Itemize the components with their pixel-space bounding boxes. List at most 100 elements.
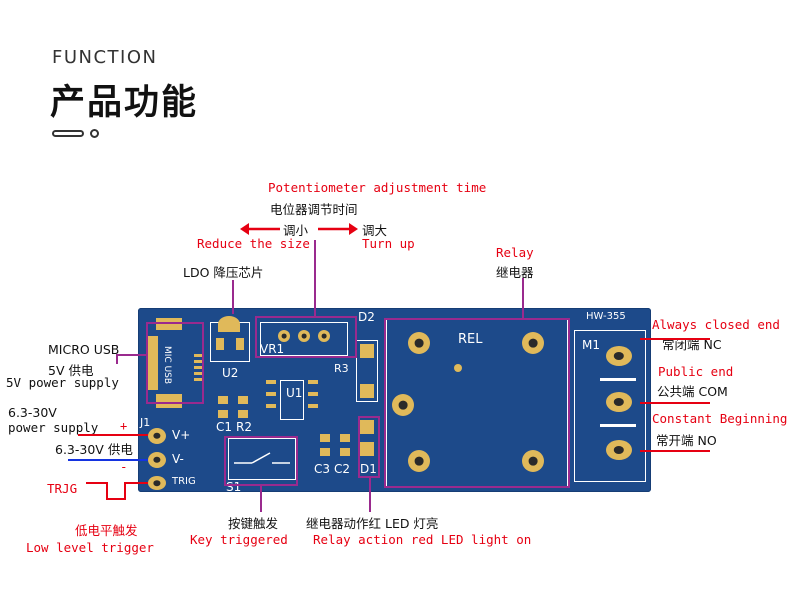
- usb-callout-line: [116, 354, 118, 364]
- d1-callout-line: [369, 478, 371, 512]
- s1-highlight: [224, 436, 298, 486]
- vr1-callout-line: [314, 240, 316, 318]
- header-decor-dot: [90, 129, 99, 138]
- trig-label: TRJG: [47, 481, 78, 496]
- usb-label-zh: 5V 供电: [48, 363, 94, 378]
- switch-icon: [234, 452, 290, 464]
- u2-silk-label: U2: [222, 366, 239, 380]
- relay-highlight: [384, 318, 570, 488]
- no-wire: [640, 450, 710, 452]
- no-label-zh: 常开端 NO: [656, 433, 717, 448]
- relay-label-zh: 继电器: [496, 265, 534, 280]
- u1-pin: [266, 380, 276, 384]
- u2-pin: [236, 338, 244, 350]
- trig-wire: [124, 482, 148, 484]
- com-terminal: [606, 392, 632, 412]
- no-terminal: [606, 440, 632, 460]
- arrow-right-icon: [318, 223, 358, 235]
- minus-label: -: [120, 459, 128, 474]
- m1-outline: [574, 330, 646, 482]
- com-label-zh: 公共端 COM: [657, 384, 728, 399]
- r2-pad: [238, 410, 248, 418]
- vr1-silk-label: VR1: [260, 342, 285, 356]
- terminal-divider: [600, 378, 636, 381]
- vplus-silk-label: V+: [172, 428, 191, 442]
- j1-silk-label: J1: [140, 416, 151, 429]
- d2-silk-label: D2: [358, 310, 375, 324]
- vminus-wire: [68, 459, 148, 461]
- model-silk-label: HW-355: [586, 311, 626, 322]
- u1-pin: [266, 392, 276, 396]
- s1-silk-label: S1: [226, 480, 242, 494]
- u1-pin: [308, 404, 318, 408]
- u1-pin: [266, 404, 276, 408]
- relay-pin: [392, 394, 414, 416]
- c3-pad: [320, 448, 330, 456]
- usb-pad: [156, 318, 182, 330]
- trig-silk-label: TRIG: [172, 476, 196, 487]
- ldo-label: LDO 降压芯片: [183, 265, 264, 280]
- u2-pin: [216, 338, 224, 350]
- r2-pad: [238, 396, 248, 404]
- rel-silk-label: REL: [458, 332, 483, 347]
- key-trigger-label-zh: 按键触发: [228, 516, 279, 531]
- pot-label-en: Potentiometer adjustment time: [268, 180, 487, 195]
- vr1-highlight: [255, 316, 357, 358]
- usb-label: MICRO USB: [48, 342, 120, 357]
- plus-label: +: [120, 419, 128, 433]
- c3-silk-label: C3: [314, 462, 331, 476]
- usb-pin: [194, 372, 202, 375]
- d1-silk-label: D1: [360, 462, 377, 476]
- usb-pad: [148, 336, 158, 390]
- r2-silk-label: R2: [236, 420, 252, 434]
- vplus-pin: [148, 428, 166, 444]
- terminal-divider: [600, 424, 636, 427]
- nc-label-en: Always closed end: [652, 317, 780, 332]
- vin-range-label: 6.3-30V: [8, 405, 57, 420]
- usb-highlight: [146, 322, 204, 404]
- c2-pad: [340, 434, 350, 442]
- usb-pad: [156, 394, 182, 408]
- com-label-en: Public end: [658, 364, 734, 379]
- led-label-zh: 继电器动作红 LED 灯亮: [306, 516, 439, 531]
- s1-callout-line: [260, 486, 262, 512]
- key-trigger-label-en: Key triggered: [190, 532, 288, 547]
- trig-wire: [106, 498, 126, 500]
- usb-pin: [194, 360, 202, 363]
- reduce-label-zh: 调小: [283, 223, 309, 238]
- c2-pad: [340, 448, 350, 456]
- relay-pin: [408, 332, 430, 354]
- no-label-en: Constant Beginning: [652, 411, 788, 426]
- usb-pin: [194, 354, 202, 357]
- vr1-pin: [278, 330, 290, 342]
- relay-pin: [522, 332, 544, 354]
- d2-pad: [360, 344, 374, 358]
- increase-label-en: Turn up: [362, 236, 415, 251]
- increase-label-zh: 调大: [362, 223, 388, 238]
- com-wire: [640, 402, 710, 404]
- nc-wire: [640, 338, 710, 340]
- ldo-callout-line: [232, 280, 234, 314]
- vin-label-zh: 6.3-30V 供电: [55, 442, 133, 457]
- usb-label-en: 5V power supply: [6, 375, 119, 390]
- d1-pad: [360, 420, 374, 434]
- trig-wire: [124, 482, 126, 500]
- c1-silk-label: C1: [216, 420, 233, 434]
- vr1-pin: [318, 330, 330, 342]
- nc-label-zh: 常闭端 NC: [662, 337, 722, 352]
- c1-pad: [218, 396, 228, 404]
- u1-silk-label: U1: [286, 386, 303, 400]
- usb-callout-line: [116, 354, 148, 356]
- usb-pin: [194, 366, 202, 369]
- reduce-label-en: Reduce the size: [197, 236, 310, 251]
- vminus-pin: [148, 452, 166, 468]
- pcb-board: MIC USB U2 VR1 D2 R3 U1 C1 R2 C3 C2 D1: [138, 308, 651, 494]
- u2-tab: [218, 316, 240, 332]
- vr1-outline: [260, 322, 348, 356]
- c1-pad: [218, 410, 228, 418]
- trig-wire: [106, 482, 108, 500]
- low-trigger-label-en: Low level trigger: [26, 540, 154, 555]
- nc-terminal: [606, 346, 632, 366]
- m1-silk-label: M1: [582, 338, 600, 352]
- relay-pin: [522, 450, 544, 472]
